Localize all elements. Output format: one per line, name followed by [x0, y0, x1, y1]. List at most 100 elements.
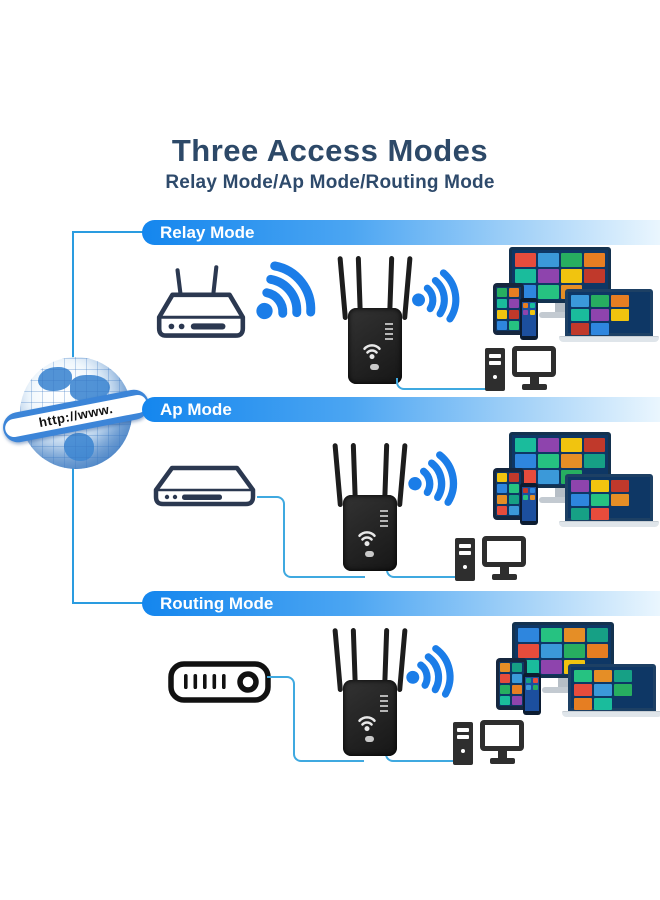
repeater-leds [380, 509, 388, 527]
tablet-screen [496, 287, 521, 331]
power-led [493, 375, 497, 379]
app-tile [564, 644, 585, 658]
app-tile [523, 488, 528, 493]
app-tile [587, 644, 608, 658]
app-tile [526, 685, 531, 690]
app-tile [591, 480, 609, 492]
app-tile [500, 674, 510, 683]
connector-line [72, 602, 144, 604]
app-tile [509, 484, 519, 493]
ethernet-wire [283, 558, 365, 578]
app-tile [574, 684, 592, 696]
app-tile [561, 253, 582, 267]
app-tile [509, 495, 519, 504]
app-tile [591, 309, 609, 321]
app-tile [571, 309, 589, 321]
desktop-pc-icon [485, 346, 560, 394]
app-tile [541, 660, 562, 674]
app-tile [614, 670, 632, 682]
tablet-icon [496, 658, 527, 710]
app-tile [509, 299, 519, 308]
phone-screen [522, 487, 536, 521]
app-tile [571, 508, 589, 520]
app-tile [574, 670, 592, 682]
internet-globe-icon: http://www. [0, 355, 152, 475]
ethernet-wire [267, 676, 295, 744]
app-tile [591, 508, 609, 520]
laptop-base [559, 336, 659, 342]
repeater-button [370, 364, 379, 370]
section-bar-ap-mode: Ap Mode [142, 397, 660, 422]
laptop-base [559, 521, 659, 527]
app-tile [509, 310, 519, 319]
connector-line [72, 462, 74, 604]
app-tile [523, 495, 528, 500]
app-tile [611, 295, 629, 307]
app-tile [571, 494, 589, 506]
app-tile [541, 644, 562, 658]
ethernet-wire [386, 564, 457, 578]
app-tile [561, 438, 582, 452]
monitor-stand [558, 678, 568, 687]
ethernet-wire [293, 742, 364, 762]
app-tile [591, 295, 609, 307]
connector-line [72, 231, 144, 233]
app-tile [515, 253, 536, 267]
app-tile [611, 494, 629, 506]
app-tile [497, 506, 507, 515]
repeater-leds [385, 322, 393, 340]
drive-slot [459, 551, 471, 555]
app-tile [500, 696, 510, 705]
repeater-wifi-glyph [363, 344, 381, 360]
app-tile [574, 698, 592, 710]
ethernet-wire [257, 496, 285, 562]
app-tile [509, 506, 519, 515]
desktop-pc-icon [453, 720, 528, 768]
app-tile [538, 269, 559, 283]
monitor-base [539, 497, 581, 503]
monitor-icon [509, 247, 611, 318]
app-tile [497, 495, 507, 504]
power-led [463, 565, 467, 569]
pc-monitor-base [490, 758, 515, 764]
app-tile [538, 253, 559, 267]
phone-icon [520, 483, 538, 525]
wireless-router-icon [156, 265, 246, 338]
pc-tower [485, 348, 505, 391]
monitor-base [542, 687, 584, 693]
antenna [332, 628, 343, 693]
drive-slot [489, 354, 501, 358]
monitor-stand [555, 488, 565, 497]
section-label: Routing Mode [160, 594, 274, 613]
app-tile [497, 473, 507, 482]
repeater-button [365, 736, 374, 742]
repeater-wifi-glyph [358, 716, 376, 732]
tablet-icon [493, 468, 524, 520]
app-tile [591, 323, 609, 335]
laptop-screen [565, 474, 653, 521]
app-tile [530, 310, 535, 315]
globe-continent [38, 367, 72, 391]
pc-monitor-stand [500, 567, 509, 574]
antenna [337, 256, 348, 321]
app-tile [538, 470, 559, 484]
broadband-modem-icon [168, 661, 271, 703]
app-tile [530, 303, 535, 308]
app-tile [497, 310, 507, 319]
modem-icon [153, 465, 256, 507]
power-led [461, 749, 465, 753]
connector-line [72, 231, 74, 365]
app-tile [614, 684, 632, 696]
page-subtitle: Relay Mode/Ap Mode/Routing Mode [165, 172, 495, 193]
client-devices-icons [496, 622, 660, 720]
app-tile [533, 685, 538, 690]
app-tile [611, 480, 629, 492]
app-tile [523, 303, 528, 308]
app-tile [611, 309, 629, 321]
repeater-leds [380, 694, 388, 712]
app-tile [538, 438, 559, 452]
app-tile [584, 253, 605, 267]
app-tile [571, 480, 589, 492]
app-tile [523, 310, 528, 315]
app-tile [594, 698, 612, 710]
